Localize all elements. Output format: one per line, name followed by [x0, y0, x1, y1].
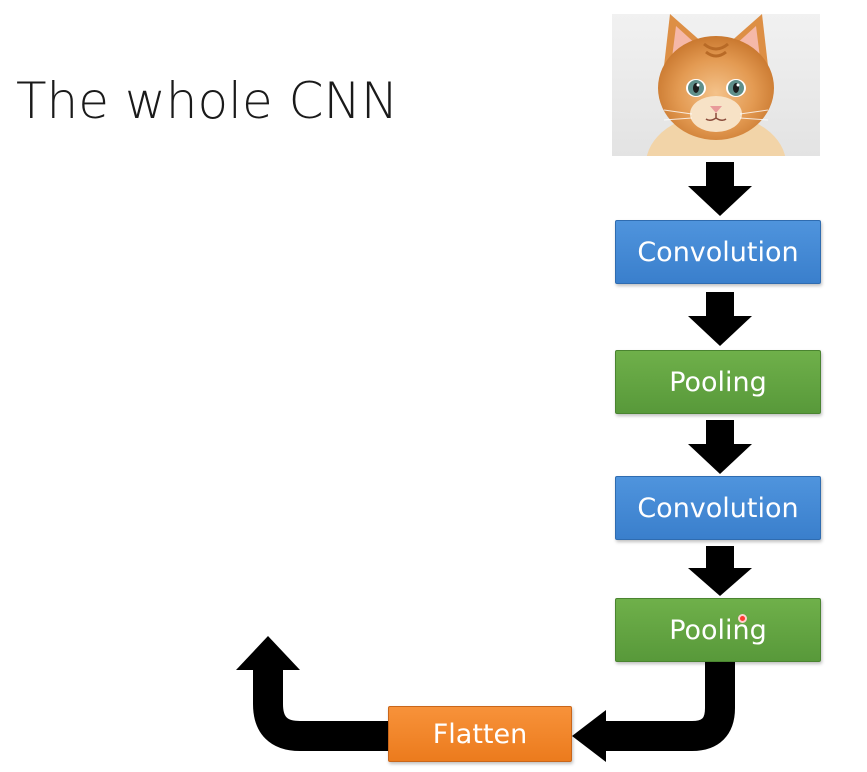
convolution-block-1: Convolution [615, 220, 821, 284]
pooling-block-2: Pooling [615, 598, 821, 662]
kitten-icon [612, 14, 820, 156]
pointer-cursor-icon [738, 614, 747, 623]
pooling-block-1: Pooling [615, 350, 821, 414]
convolution-block-2: Convolution [615, 476, 821, 540]
flatten-block: Flatten [388, 706, 572, 762]
bent-up-arrow-icon [236, 636, 388, 751]
down-arrow-icon [688, 420, 752, 474]
down-arrow-icon [688, 546, 752, 596]
bent-left-arrow-icon [572, 662, 735, 762]
down-arrow-icon [688, 292, 752, 346]
down-arrow-icon [688, 162, 752, 216]
slide-title: The whole CNN [16, 72, 399, 130]
kitten-image [612, 14, 820, 156]
